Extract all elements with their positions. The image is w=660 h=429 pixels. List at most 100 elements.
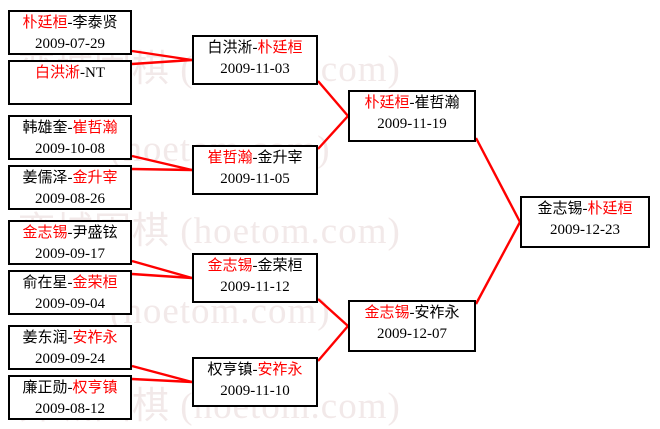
match-players: 俞在星-金荣桓 (10, 273, 130, 294)
connector-line (317, 298, 349, 327)
player-separator: - (67, 330, 73, 346)
player-left: 朴廷桓 (22, 15, 68, 31)
player-left: 朴廷桓 (364, 95, 410, 111)
connector-line (474, 137, 522, 223)
match-box[interactable]: 白洪淅-朴廷桓 2009-11-03 (192, 35, 318, 85)
player-right: 金荣桓 (72, 275, 118, 291)
match-players: 金志锡-尹盛铉 (10, 223, 130, 244)
match-players: 金志锡-朴廷桓 (522, 199, 648, 220)
match-date: 2009-09-24 (35, 351, 105, 367)
player-left: 金志锡 (22, 225, 68, 241)
player-left: 金志锡 (537, 201, 583, 217)
player-right: 金升宰 (257, 150, 303, 166)
match-players: 金志锡-安祚永 (350, 303, 474, 324)
connector-line (317, 80, 349, 117)
player-separator: - (252, 150, 258, 166)
match-box[interactable]: 白洪淅-NT (8, 60, 132, 105)
match-date: 2009-08-12 (35, 401, 105, 417)
match-players: 白洪淅-NT (10, 63, 130, 84)
player-right: 安祚永 (257, 362, 303, 378)
player-left: 金志锡 (207, 258, 253, 274)
player-right: 朴廷桓 (257, 40, 303, 56)
match-box[interactable]: 姜儒泽-金升宰 2009-08-26 (8, 165, 132, 210)
player-left: 白洪淅 (34, 65, 80, 81)
player-separator: - (67, 120, 73, 136)
connector-line (474, 221, 522, 305)
match-box[interactable]: 韩雄奎-崔哲瀚 2009-10-08 (8, 115, 132, 160)
connector-line (131, 49, 193, 62)
player-right: NT (85, 65, 105, 81)
match-players: 朴廷桓-李泰贤 (10, 13, 130, 34)
match-box[interactable]: 姜东润-安祚永 2009-09-24 (8, 325, 132, 370)
match-box[interactable]: 金志锡-朴廷桓 2009-12-23 (520, 196, 650, 248)
match-date: 2009-11-12 (220, 279, 290, 295)
match-players: 韩雄奎-崔哲瀚 (10, 118, 130, 139)
player-right: 崔哲瀚 (414, 95, 460, 111)
player-left: 俞在星 (22, 275, 68, 291)
player-separator: - (67, 170, 73, 186)
match-box[interactable]: 崔哲瀚-金升宰 2009-11-05 (192, 145, 318, 195)
player-right: 尹盛铉 (72, 225, 118, 241)
match-players: 廉正勋-权亨镇 (10, 378, 130, 399)
player-left: 韩雄奎 (22, 120, 68, 136)
player-right: 金升宰 (72, 170, 118, 186)
player-left: 金志锡 (364, 305, 410, 321)
match-date: 2009-11-03 (220, 61, 290, 77)
player-separator: - (67, 15, 73, 31)
match-box[interactable]: 金志锡-安祚永 2009-12-07 (348, 300, 476, 352)
player-separator: - (252, 40, 258, 56)
connector-line (131, 167, 193, 172)
match-players: 姜儒泽-金升宰 (10, 168, 130, 189)
connector-line (131, 259, 193, 280)
player-separator: - (67, 225, 73, 241)
player-separator: - (252, 362, 258, 378)
match-date: 2009-12-07 (377, 326, 447, 342)
match-box[interactable]: 朴廷桓-崔哲瀚 2009-11-19 (348, 90, 476, 142)
connector-line (131, 272, 193, 280)
connector-line (131, 154, 193, 172)
match-box[interactable]: 金志锡-金荣桓 2009-11-12 (192, 253, 318, 303)
player-right: 金荣桓 (257, 258, 303, 274)
player-right: 朴廷桓 (587, 201, 633, 217)
player-separator: - (409, 305, 415, 321)
player-left: 姜东润 (22, 330, 68, 346)
player-right: 安祚永 (414, 305, 460, 321)
player-left: 廉正勋 (22, 380, 68, 396)
match-players: 金志锡-金荣桓 (194, 256, 316, 277)
player-right: 安祚永 (72, 330, 118, 346)
connector-line (317, 325, 349, 362)
player-right: 崔哲瀚 (72, 120, 118, 136)
match-box[interactable]: 廉正勋-权亨镇 2009-08-12 (8, 375, 132, 420)
player-left: 白洪淅 (207, 40, 253, 56)
match-players: 权亨镇-安祚永 (194, 360, 316, 381)
player-right: 权亨镇 (72, 380, 118, 396)
match-date: 2009-08-26 (35, 191, 105, 207)
player-left: 崔哲瀚 (207, 150, 253, 166)
player-separator: - (409, 95, 415, 111)
match-date: 2009-10-08 (35, 141, 105, 157)
player-separator: - (252, 258, 258, 274)
match-players: 姜东润-安祚永 (10, 328, 130, 349)
player-left: 权亨镇 (207, 362, 253, 378)
connector-line (131, 58, 193, 66)
player-left: 姜儒泽 (22, 170, 68, 186)
match-box[interactable]: 俞在星-金荣桓 2009-09-04 (8, 270, 132, 315)
match-players: 崔哲瀚-金升宰 (194, 148, 316, 169)
match-date: 2009-09-04 (35, 296, 105, 312)
match-date: 2009-12-23 (550, 222, 620, 238)
connector-line (317, 115, 349, 150)
player-separator: - (67, 275, 73, 291)
player-separator: - (582, 201, 588, 217)
match-players: 白洪淅-朴廷桓 (194, 38, 316, 59)
connector-line (131, 377, 193, 384)
player-separator: - (80, 65, 85, 81)
match-players: 朴廷桓-崔哲瀚 (350, 93, 474, 114)
match-date: 2009-11-19 (377, 116, 447, 132)
match-date: 2009-11-05 (220, 171, 290, 187)
player-separator: - (67, 380, 73, 396)
player-right: 李泰贤 (72, 15, 118, 31)
